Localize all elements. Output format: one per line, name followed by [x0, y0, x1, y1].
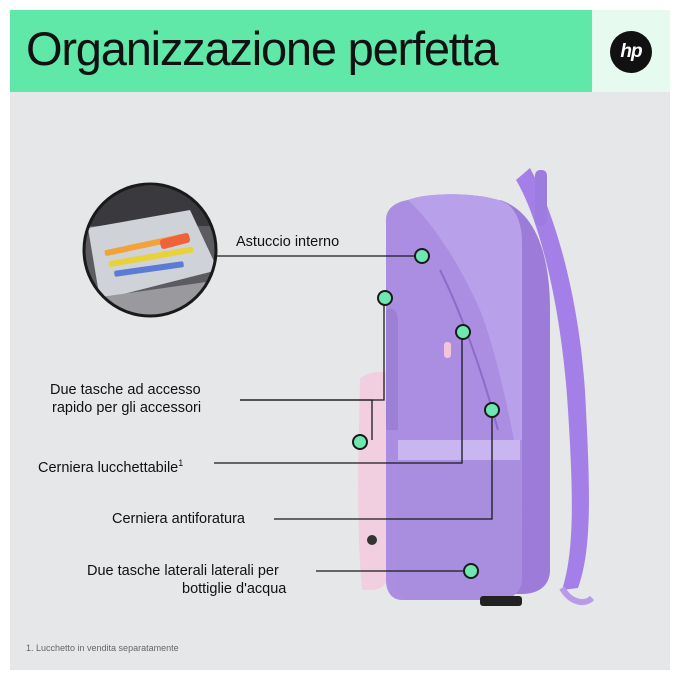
shoulder-strap: [516, 168, 589, 590]
title-banner: Organizzazione perfetta hp: [10, 10, 670, 92]
product-infographic: Organizzazione perfetta hp: [10, 10, 670, 670]
front-pocket: [358, 371, 392, 590]
label-cerniera-lucchettabile-text: Cerniera lucchettabile: [38, 459, 179, 476]
top-panel: [408, 194, 522, 440]
label-tasche-accesso-line1: Due tasche ad accesso: [50, 382, 201, 398]
footnote: 1. Lucchetto in vendita separatamente: [26, 643, 179, 653]
marker-tasca-inferiore: [352, 434, 368, 450]
bag-base: [480, 596, 522, 606]
label-cerniera-lucchettabile: Cerniera lucchettabile1: [38, 454, 183, 477]
hp-logo[interactable]: hp: [610, 31, 652, 73]
mesh-pocket: [396, 440, 522, 600]
leader-lines: [214, 255, 493, 572]
label-tasche-laterali-line1: Due tasche laterali laterali per: [87, 563, 279, 579]
label-tasche-laterali-line2: bottiglie d'acqua: [182, 581, 287, 597]
marker-cerniera-antiforatura: [484, 402, 500, 418]
marker-cerniera-lucchettabile: [455, 324, 471, 340]
strap-end: [559, 586, 595, 606]
label-tasche-accesso-line2: rapido per gli accessori: [52, 400, 202, 416]
zipper-pull: [444, 342, 451, 358]
marker-tasca-superiore: [377, 290, 393, 306]
footnote-marker: 1: [178, 458, 184, 468]
label-astuccio-interno: Astuccio interno: [236, 234, 340, 250]
side-zip-pocket: [386, 308, 398, 430]
strap-buckle: [535, 170, 547, 226]
backpack-illustration: [82, 168, 595, 606]
mesh-pocket-trim: [398, 440, 520, 460]
marker-tasche-laterali: [463, 563, 479, 579]
marker-astuccio: [414, 248, 430, 264]
brand-area: hp: [592, 10, 670, 92]
page-title: Organizzazione perfetta: [26, 22, 499, 75]
label-cerniera-antiforatura: Cerniera antiforatura: [112, 511, 245, 527]
callout-markers: [352, 248, 500, 579]
pocket-patch: [367, 535, 377, 545]
